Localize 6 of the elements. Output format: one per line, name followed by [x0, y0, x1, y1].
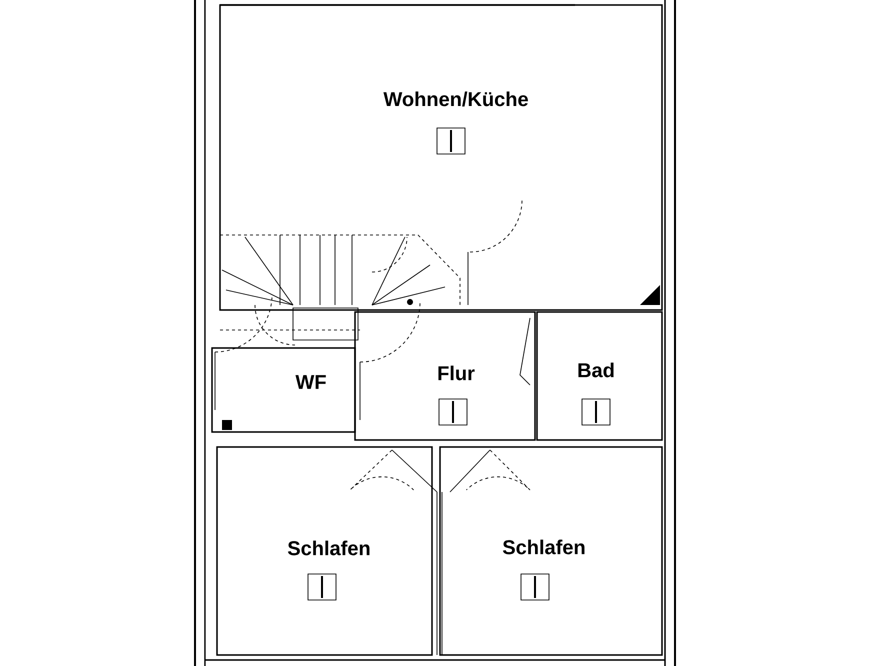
room: Bad — [536, 311, 663, 441]
room: WF — [211, 347, 356, 433]
room: Wohnen/Küche — [219, 4, 663, 311]
room: Schlafen — [216, 446, 433, 656]
room: Flur — [354, 311, 536, 441]
room: Schlafen — [439, 446, 663, 656]
